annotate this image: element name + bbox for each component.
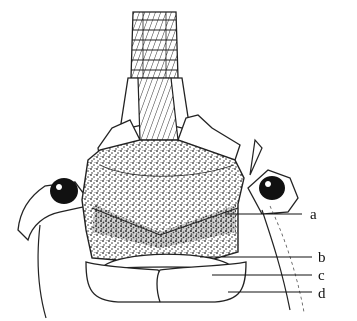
carapace bbox=[82, 140, 244, 262]
label-b: b bbox=[318, 250, 326, 266]
right-eye bbox=[248, 140, 298, 214]
lower-plates bbox=[86, 254, 246, 302]
label-c: c bbox=[318, 268, 325, 284]
label-d: d bbox=[318, 286, 326, 302]
antenna-shaft bbox=[131, 12, 178, 78]
left-eye bbox=[18, 178, 92, 240]
label-a: a bbox=[310, 207, 317, 223]
